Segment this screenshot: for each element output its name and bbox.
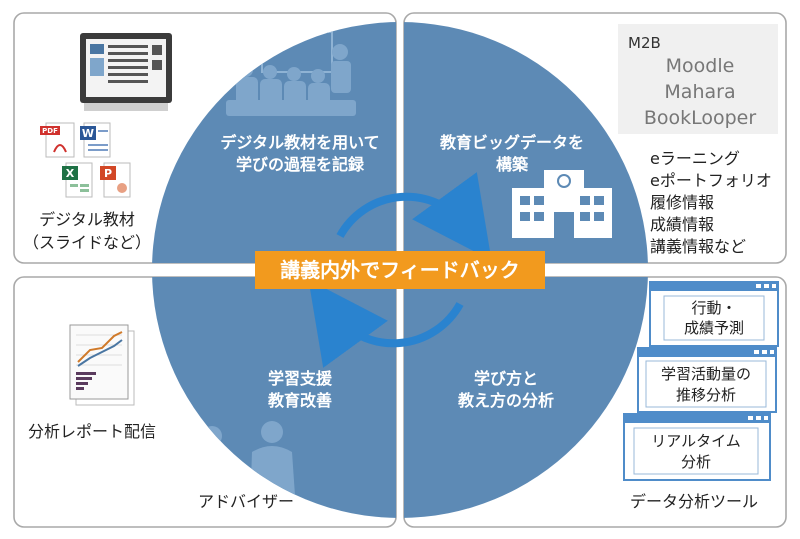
title-bottom-right-line-2: 教え方の分析 (458, 391, 554, 410)
word-file-icon: W (80, 122, 111, 158)
central-circle (152, 22, 648, 518)
analysis-window-2: 学習活動量の 推移分析 (637, 347, 777, 413)
pdf-file-icon: PDF (40, 122, 75, 158)
report-delivery-label: 分析レポート配信 (28, 422, 156, 441)
center-banner: 講義内外でフィードバック (255, 251, 545, 289)
title-top-left-line-1: デジタル教材を用いて (220, 133, 379, 152)
system-item-booklooper: BookLooper (644, 107, 757, 129)
digital-materials-label-line-2: （スライドなど） (23, 233, 151, 252)
systems-box: M2B Moodle Mahara BookLooper (618, 24, 778, 134)
digital-materials-label: デジタル教材 （スライドなど） (23, 210, 151, 252)
svg-text:学習活動量の: 学習活動量の (661, 365, 751, 383)
advisor-label: アドバイザー (198, 492, 294, 511)
analysis-window-1: 行動・ 成績予測 (649, 281, 779, 347)
svg-text:PDF: PDF (42, 127, 58, 135)
school-building-icon (512, 170, 612, 238)
svg-text:リアルタイム: リアルタイム (651, 432, 741, 450)
systems-lead: M2B (628, 34, 661, 52)
cycle-arrow-top (336, 172, 492, 261)
title-bottom-right-line-1: 学び方と (474, 369, 538, 388)
excel-file-icon: X (62, 162, 93, 198)
title-bottom-left-line-2: 教育改善 (268, 391, 332, 410)
svg-text:P: P (104, 167, 112, 180)
svg-text:X: X (66, 167, 75, 180)
center-banner-text: 講義内外でフィードバック (280, 258, 520, 282)
svg-text:行動・: 行動・ (691, 299, 736, 317)
digital-materials-label-line-1: デジタル教材 (39, 210, 135, 229)
feedback-cycle-arrows (308, 172, 492, 368)
cycle-arrow-bottom (308, 279, 464, 368)
svg-text:W: W (82, 127, 94, 140)
title-top-right-line-1: 教育ビッグデータを (440, 133, 584, 152)
system-item-mahara: Mahara (664, 81, 735, 103)
monitor-icon (80, 33, 172, 111)
system-item-moodle: Moodle (666, 55, 735, 77)
data-item: 履修情報 (650, 193, 714, 212)
svg-text:分析: 分析 (681, 453, 711, 471)
title-top-right-line-2: 構築 (496, 155, 529, 174)
data-analysis-tools-label: データ分析ツール (630, 492, 758, 511)
data-item: eポートフォリオ (650, 171, 772, 190)
analysis-report-icon (69, 324, 135, 406)
analysis-window-3: リアルタイム 分析 (623, 413, 771, 481)
data-items-list: eラーニング eポートフォリオ 履修情報 成績情報 講義情報など (650, 149, 772, 256)
svg-text:推移分析: 推移分析 (676, 386, 736, 404)
title-top-left-line-2: 学びの過程を記録 (236, 155, 365, 174)
svg-text:成績予測: 成績予測 (684, 319, 744, 337)
title-bottom-left-line-1: 学習支援 (268, 369, 333, 388)
document-file-icons: PDF W X P (40, 122, 131, 198)
quadrant-titles: デジタル教材を用いて 学びの過程を記録 教育ビッグデータを 構築 学習支援 教育… (220, 133, 584, 410)
powerpoint-file-icon: P (100, 162, 131, 198)
data-item: 講義情報など (650, 237, 746, 256)
data-item: 成績情報 (650, 215, 714, 234)
data-item: eラーニング (650, 149, 740, 168)
